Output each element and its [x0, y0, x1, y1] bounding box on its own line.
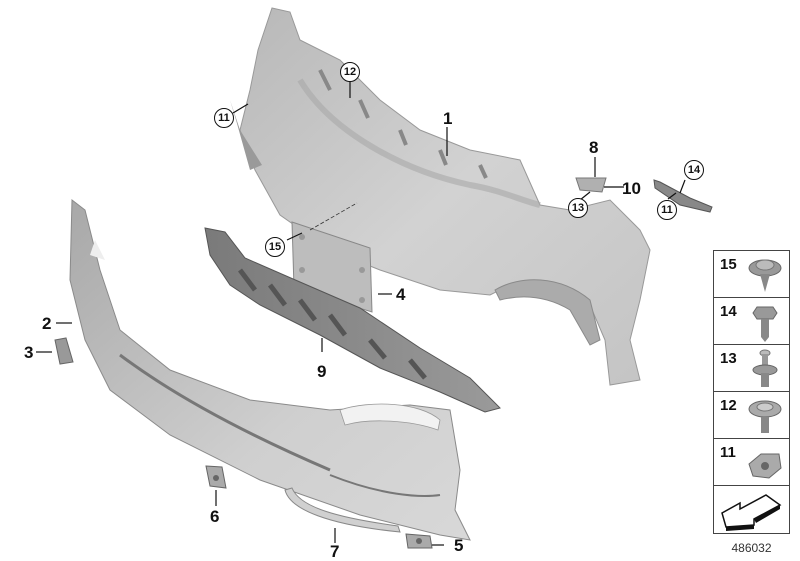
circled-callout-15: 15 — [265, 237, 285, 257]
part-8-bracket — [575, 177, 607, 193]
part-5-bracket — [405, 533, 433, 549]
legend-label: 15 — [720, 256, 737, 273]
part-7-trim-strip — [284, 487, 401, 533]
fastener-legend: 15 14 13 12 11 — [713, 250, 790, 534]
callout-3: 3 — [24, 343, 34, 362]
callout-7: 7 — [330, 542, 340, 561]
legend-label: 13 — [720, 350, 737, 367]
circled-callout-13: 13 — [568, 198, 588, 218]
washer-torx-screw-icon — [748, 259, 782, 292]
legend-item-13: 13 — [714, 345, 789, 392]
callout-10: 10 — [622, 179, 641, 198]
legend-label: 11 — [720, 444, 736, 461]
hex-head-screw-icon — [752, 306, 778, 342]
legend-label: 14 — [720, 303, 737, 320]
collar-torx-screw-icon — [748, 400, 782, 433]
part-10-strip — [653, 179, 713, 213]
part-9-grille-carrier — [204, 227, 501, 413]
callout-8: 8 — [589, 138, 599, 157]
direction-arrow-icon — [721, 494, 782, 531]
part-2-lower-bumper-trim — [69, 199, 471, 541]
legend-item-11: 11 — [714, 439, 789, 486]
part-1-bumper-panel — [230, 7, 651, 386]
legend-item-15: 15 — [714, 251, 789, 298]
clip-nut-icon — [748, 453, 782, 479]
legend-item-12: 12 — [714, 392, 789, 439]
circled-callout-12: 12 — [340, 62, 360, 82]
part-6-bracket — [205, 465, 227, 489]
part-3-cover — [54, 337, 74, 365]
callout-9: 9 — [317, 362, 327, 381]
legend-label: 12 — [720, 397, 737, 414]
callout-5: 5 — [454, 536, 464, 555]
circled-callout-14: 14 — [684, 160, 704, 180]
expanding-rivet-icon — [752, 349, 778, 387]
callout-4: 4 — [396, 285, 406, 304]
legend-item-14: 14 — [714, 298, 789, 345]
leader-lines — [36, 80, 686, 546]
diagram-id-label: 486032 — [731, 541, 772, 555]
callout-1: 1 — [443, 109, 453, 128]
callout-6: 6 — [210, 507, 220, 526]
legend-item-direction — [714, 486, 789, 533]
callout-2: 2 — [42, 314, 52, 333]
circled-callout-11-right: 11 — [657, 200, 677, 220]
circled-callout-11-left: 11 — [214, 108, 234, 128]
